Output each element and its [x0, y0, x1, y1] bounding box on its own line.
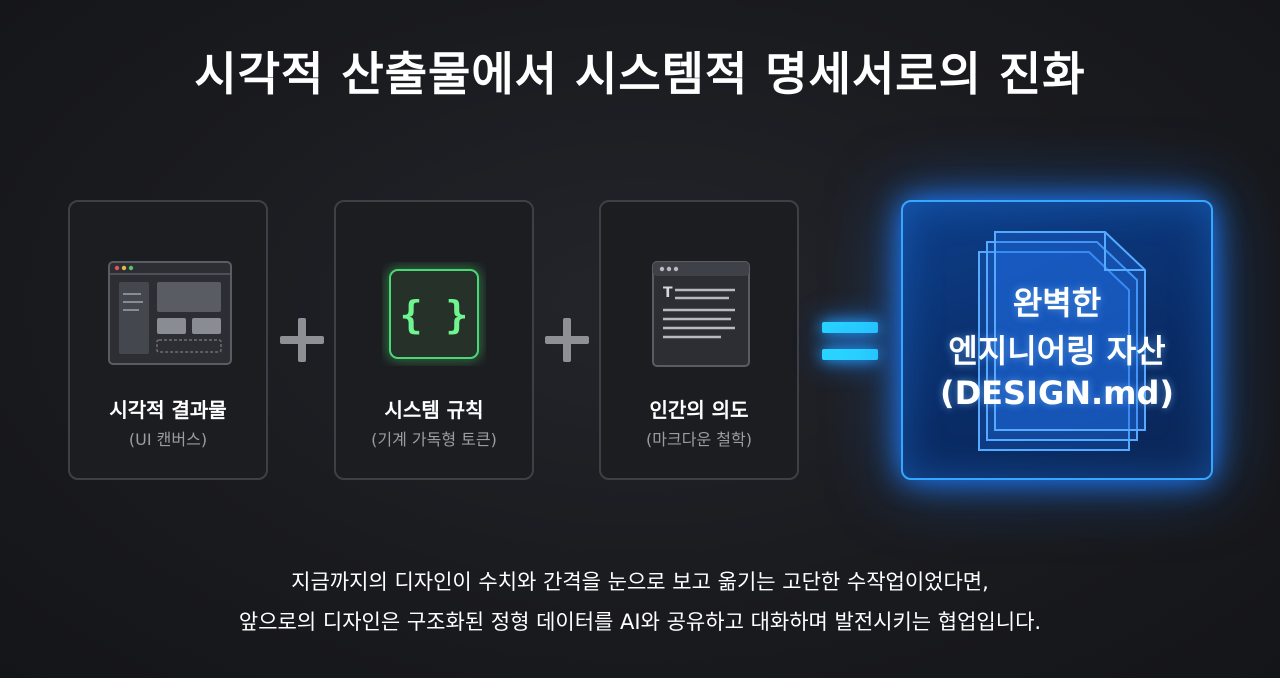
document-stack-icon: [978, 231, 1146, 451]
card-label: 인간의 의도: [649, 398, 749, 422]
card-human-intent: T 인간의 의도 (마크다운 철학): [599, 200, 799, 480]
card-sublabel: (마크다운 철학): [646, 430, 752, 449]
caption-line-2: 앞으로의 디자인은 구조화된 정형 데이터를 AI와 공유하고 대화하며 발전시…: [238, 610, 1042, 634]
ui-canvas-icon: [108, 261, 232, 365]
plus-icon: [545, 318, 589, 362]
card-system-rules: { } 시스템 규칙 (기계 가독형 토큰): [334, 200, 534, 480]
card-sublabel: (UI 캔버스): [128, 430, 208, 449]
code-braces-icon: { }: [389, 269, 479, 359]
card-label: 시각적 결과물: [109, 398, 227, 422]
card-label: 시스템 규칙: [384, 398, 484, 422]
svg-text:T: T: [663, 285, 673, 301]
equals-icon: [822, 320, 878, 362]
markdown-document-icon: T: [652, 261, 750, 367]
card-visual-output: 시각적 결과물 (UI 캔버스): [68, 200, 268, 480]
result-line-1: 완벽한: [1012, 284, 1102, 322]
card-sublabel: (기계 가독형 토큰): [371, 430, 497, 449]
plus-icon: [280, 318, 324, 362]
card-engineering-asset: 완벽한 엔지니어링 자산 (DESIGN.md): [901, 200, 1213, 480]
caption-line-1: 지금까지의 디자인이 수치와 간격을 눈으로 보고 옮기는 고단한 수작업이었다…: [291, 570, 989, 594]
result-line-2: 엔지니어링 자산: [948, 332, 1166, 370]
page-title: 시각적 산출물에서 시스템적 명세서로의 진화: [194, 47, 1086, 101]
result-line-3: (DESIGN.md): [939, 374, 1175, 412]
svg-text:{ }: { }: [400, 293, 469, 337]
